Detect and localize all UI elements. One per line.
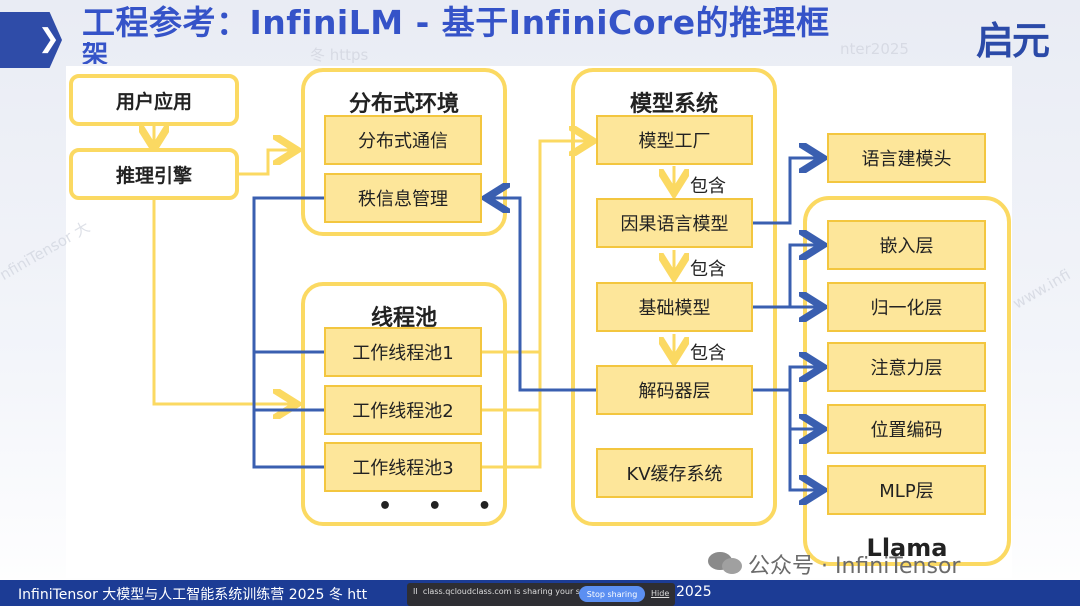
page-title-continued: 架 [82, 42, 109, 64]
group-title-thread-pool: 线程池 [370, 306, 437, 331]
share-message: II class.qcloudclass.com is sharing your… [413, 587, 605, 596]
wechat-icon [708, 552, 742, 574]
lm-head-box: 语言建模头 [827, 133, 986, 183]
pause-icon[interactable]: II [413, 587, 418, 596]
group-title-distributed: 分布式环境 [348, 92, 459, 117]
worker-pool-2-box: 工作线程池2 [324, 385, 482, 435]
contains-label: 包含 [690, 259, 726, 280]
kv-cache-box: KV缓存系统 [596, 448, 753, 498]
dist-comm-box: 分布式通信 [324, 115, 482, 165]
banner-year: 2025 [676, 584, 712, 600]
hide-button[interactable]: Hide [651, 589, 670, 598]
user-app-box: 用户应用 [69, 74, 239, 126]
stop-sharing-button[interactable]: Stop sharing [579, 586, 645, 602]
watermark: nter2025 [840, 40, 909, 58]
model-factory-box: 模型工厂 [596, 115, 753, 165]
chevron-icon: ❯ [0, 12, 62, 68]
qiyuan-logo: 启元 [976, 19, 1050, 63]
decoder-layer-box: 解码器层 [596, 365, 753, 415]
embedding-layer-box: 嵌入层 [827, 220, 986, 270]
mlp-layer-box: MLP层 [827, 465, 986, 515]
screen-share-bar: II class.qcloudclass.com is sharing your… [407, 583, 675, 606]
inference-engine-box: 推理引擎 [69, 148, 239, 200]
norm-layer-box: 归一化层 [827, 282, 986, 332]
attention-layer-box: 注意力层 [827, 342, 986, 392]
position-encoding-box: 位置编码 [827, 404, 986, 454]
group-title-model-system: 模型系统 [629, 92, 718, 117]
worker-pool-3-box: 工作线程池3 [324, 442, 482, 492]
rank-info-box: 秩信息管理 [324, 173, 482, 223]
more-ellipsis: • • • [378, 494, 506, 519]
wechat-watermark: 公众号 · InfiniTensor [748, 554, 961, 579]
banner-text: InfiniTensor 大模型与人工智能系统训练营 2025 冬 htt [18, 587, 368, 603]
base-model-box: 基础模型 [596, 282, 753, 332]
worker-pool-1-box: 工作线程池1 [324, 327, 482, 377]
page-title: 工程参考：InfiniLM - 基于InfiniCore的推理框 [82, 3, 830, 42]
group-title-llama: Llama [866, 534, 948, 562]
causal-lm-box: 因果语言模型 [596, 198, 753, 248]
watermark: 冬 https [310, 46, 369, 64]
contains-label: 包含 [690, 176, 726, 197]
contains-label: 包含 [690, 343, 726, 364]
